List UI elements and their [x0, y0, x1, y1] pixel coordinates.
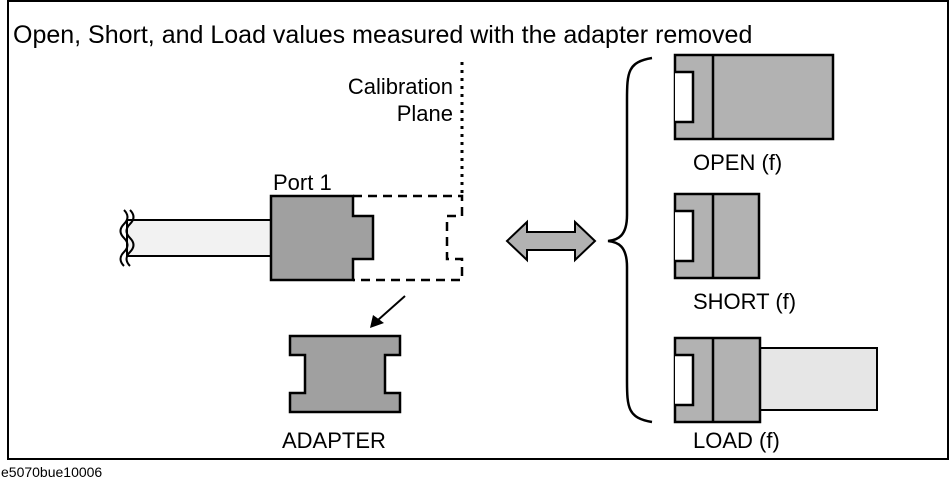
diagram-title: Open, Short, and Load values measured wi… — [13, 21, 752, 49]
load-label: LOAD (f) — [693, 428, 780, 453]
standards-brace — [607, 56, 653, 424]
test-cable — [126, 219, 272, 257]
calibration-plane-label-line2: Plane — [397, 101, 453, 126]
open-standard — [673, 53, 835, 141]
removal-arrow — [370, 295, 406, 328]
short-label: SHORT (f) — [693, 289, 796, 314]
port-1-connector — [269, 194, 375, 282]
adapter-shape — [288, 334, 402, 414]
adapter-position-outline — [353, 194, 464, 282]
load-standard — [673, 336, 878, 424]
equivalence-arrow — [505, 219, 597, 263]
figure-id: e5070bue10006 — [1, 464, 102, 480]
adapter-label: ADAPTER — [282, 428, 386, 453]
cable-break-symbol — [119, 209, 135, 267]
short-standard — [673, 192, 761, 280]
calibration-plane-label-line1: Calibration — [348, 74, 453, 99]
port-label: Port 1 — [273, 170, 332, 195]
open-label: OPEN (f) — [693, 150, 782, 175]
